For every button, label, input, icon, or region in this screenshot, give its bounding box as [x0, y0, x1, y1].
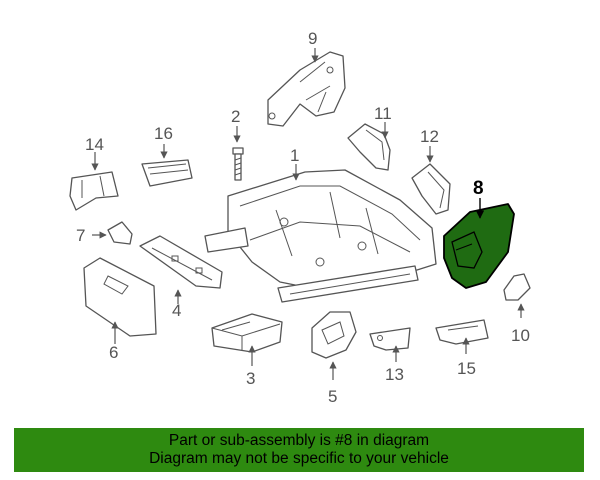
callout-6: 6: [109, 343, 118, 362]
callout-9: 9: [308, 29, 317, 48]
callout-labels: 9 2 11 12 14 16 1 8 7 4 10 6 3 13 15 5: [76, 29, 530, 406]
callout-7: 7: [76, 226, 85, 245]
callout-13: 13: [385, 365, 404, 384]
callout-14: 14: [85, 135, 104, 154]
callout-8: 8: [473, 178, 484, 199]
callout-16: 16: [154, 124, 173, 143]
notice-line-disclaimer: Diagram may not be specific to your vehi…: [149, 450, 449, 467]
callout-5: 5: [328, 387, 337, 406]
callout-11: 11: [374, 104, 392, 123]
part-16-bracket[interactable]: [141, 159, 193, 187]
callout-10: 10: [511, 326, 530, 345]
part-10-cap[interactable]: [503, 273, 531, 301]
part-9-bracket[interactable]: [267, 51, 346, 127]
part-11-bracket[interactable]: [347, 123, 391, 171]
callout-4: 4: [172, 301, 181, 320]
part-3-module[interactable]: [211, 313, 283, 353]
part-7-clip[interactable]: [107, 221, 133, 245]
parts-diagram: 9 2 11 12 14 16 1 8 7 4 10 6 3 13 15 5: [69, 29, 531, 406]
notice-banner: Part or sub-assembly is #8 in diagram Di…: [14, 428, 584, 472]
callout-2: 2: [231, 107, 240, 126]
part-8-side-cover[interactable]: [443, 203, 515, 289]
callout-15: 15: [457, 359, 476, 378]
part-6-side-panel[interactable]: [83, 257, 157, 337]
notice-line-part: Part or sub-assembly is #8 in diagram: [168, 432, 430, 449]
callout-3: 3: [246, 369, 255, 388]
part-4-rail[interactable]: [139, 235, 223, 289]
callout-12: 12: [420, 127, 439, 146]
part-15-bracket[interactable]: [435, 319, 489, 345]
part-1-seat-frame[interactable]: [204, 169, 437, 303]
part-14-bracket[interactable]: [69, 171, 119, 211]
part-2-bolt[interactable]: [232, 147, 244, 181]
part-13-bracket[interactable]: [369, 327, 411, 351]
callout-1: 1: [290, 146, 299, 165]
part-5-cover[interactable]: [311, 311, 357, 359]
part-12-bracket[interactable]: [411, 163, 451, 215]
